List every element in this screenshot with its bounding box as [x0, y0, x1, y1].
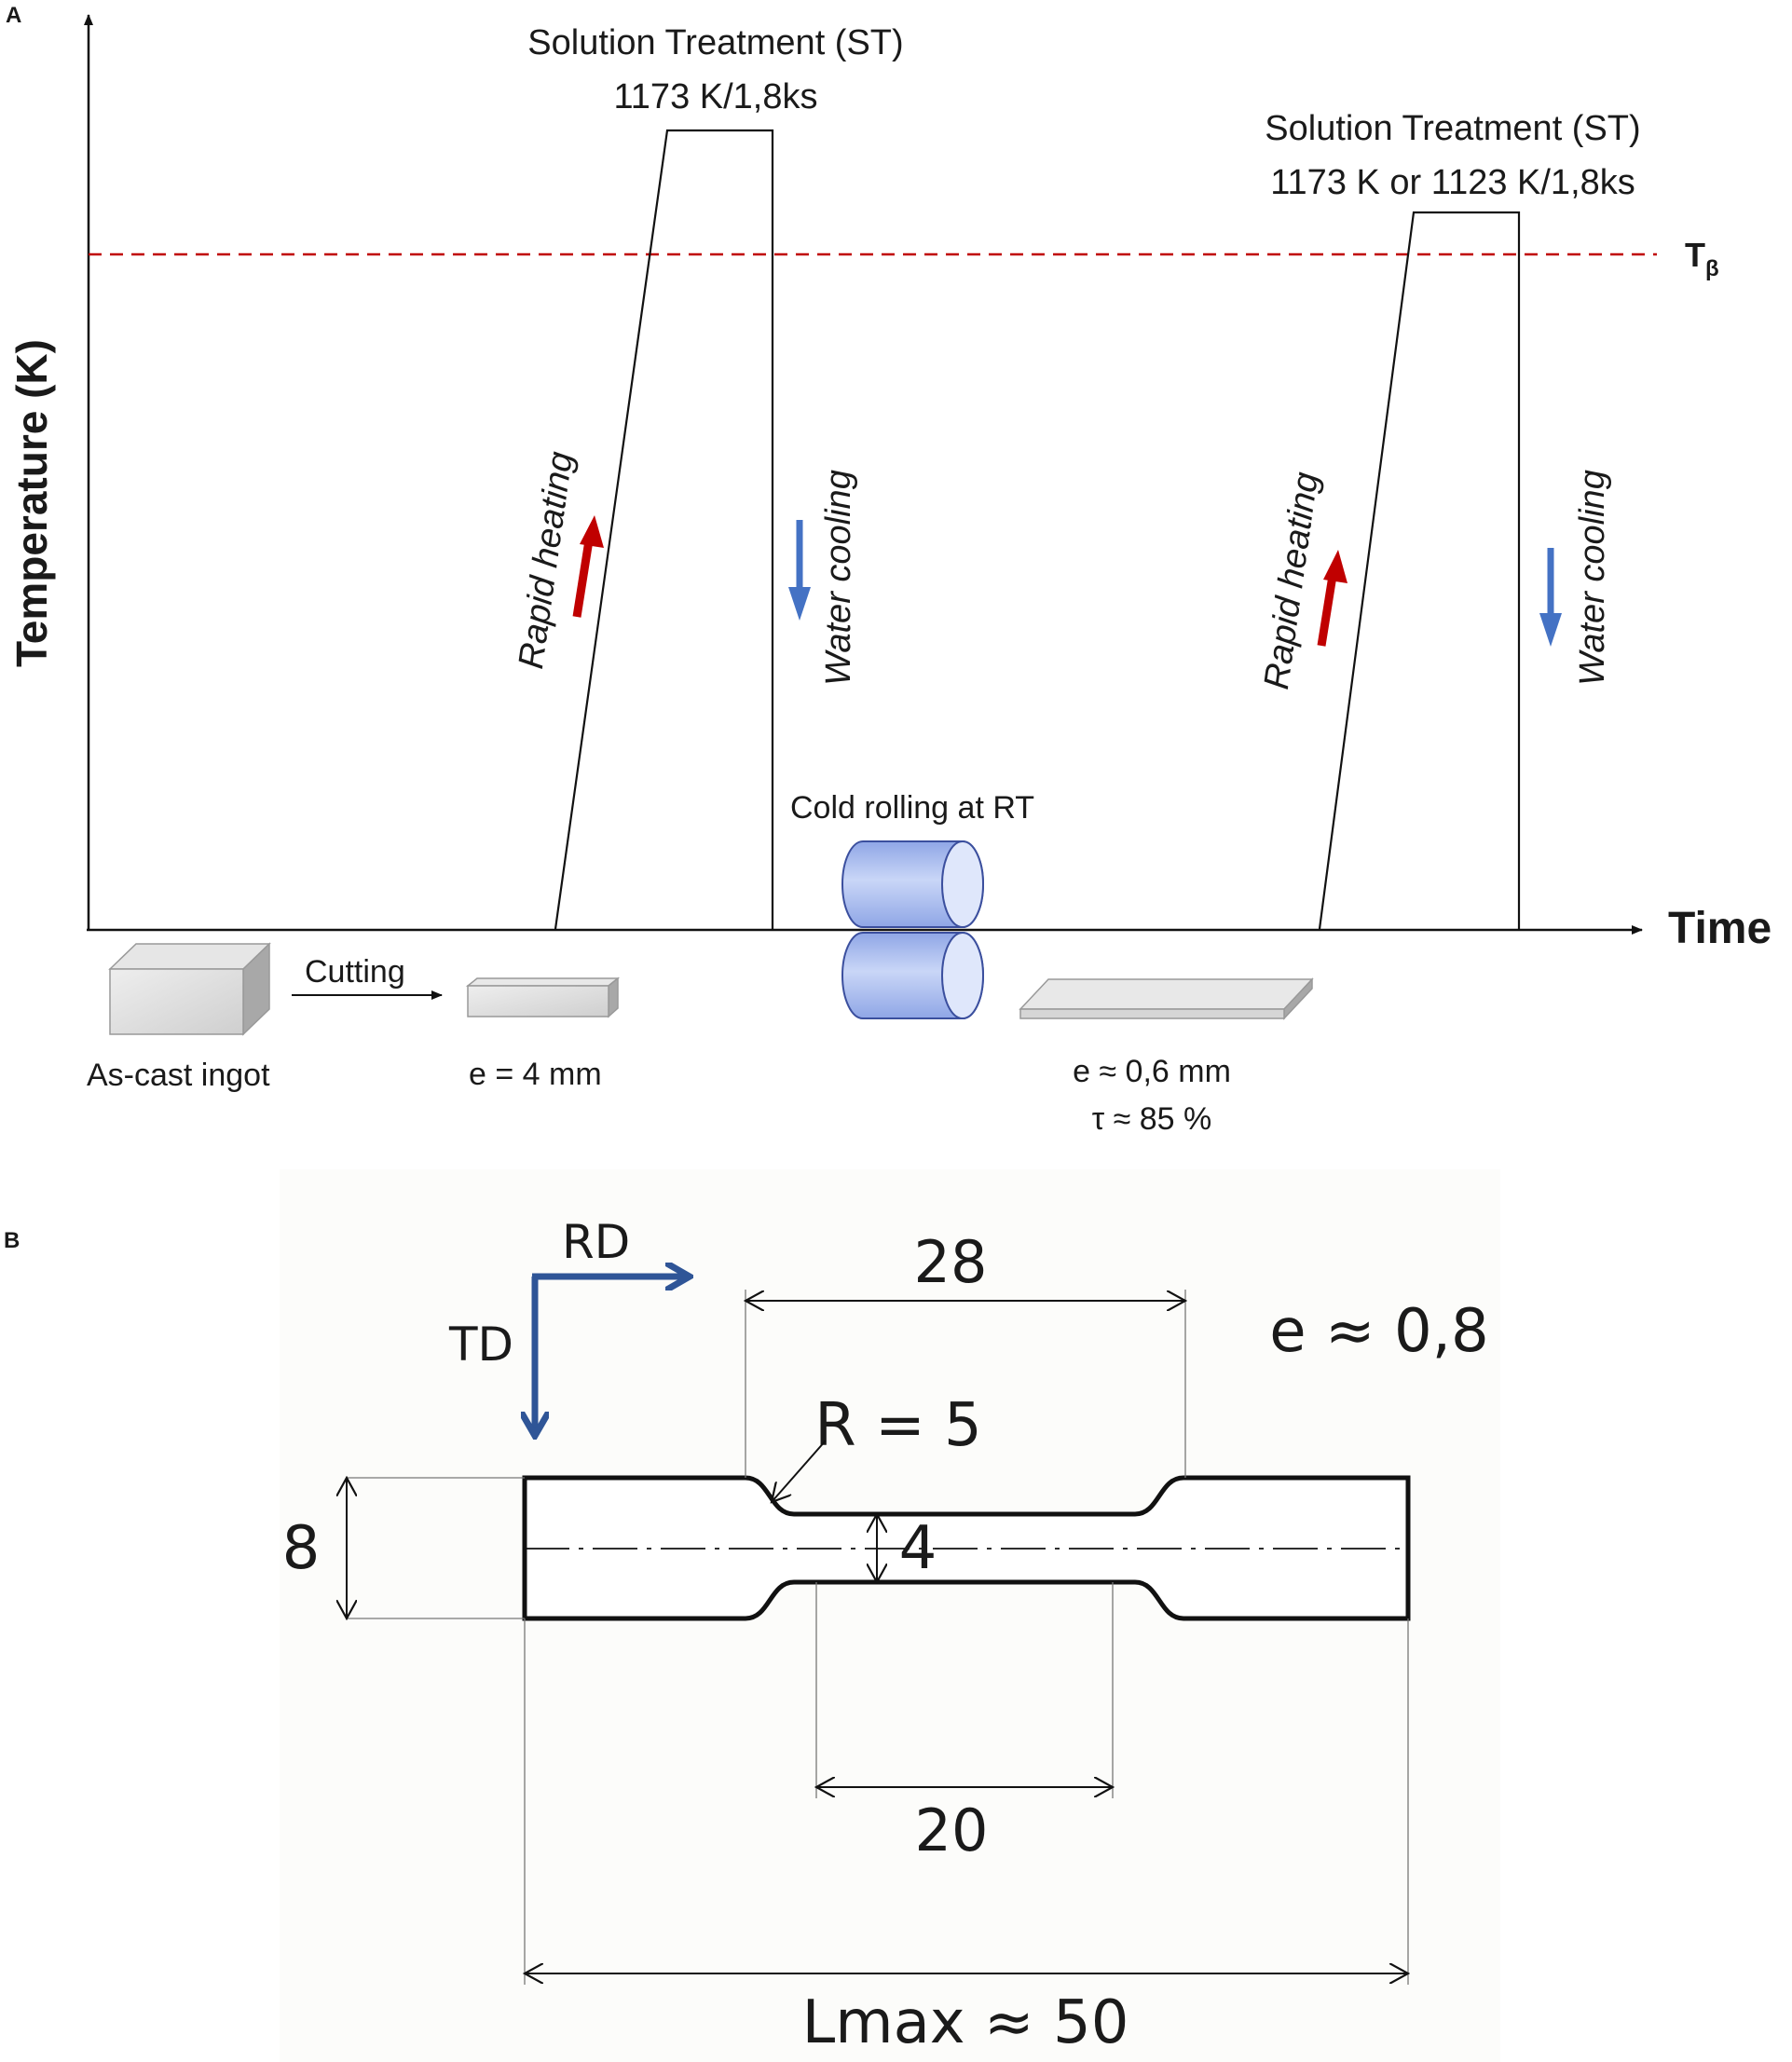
dim-4-label: 4	[899, 1514, 937, 1583]
rapid-heating-label-1: Rapid heating	[512, 449, 581, 671]
water-cooling-label-1: Water cooling	[819, 470, 858, 686]
rd-label: RD	[562, 1215, 630, 1269]
extension-lines	[346, 1290, 1409, 1985]
y-axis-label: Temperature (K)	[7, 339, 56, 667]
ingot-label: As-cast ingot	[87, 1058, 270, 1093]
cut-sample	[465, 976, 621, 1018]
cut-thickness-label: e = 4 mm	[469, 1057, 602, 1092]
panel-a: A Temperature (K) Time Tβ Solution Treat…	[6, 3, 1771, 1137]
cooling-arrow-2	[1539, 548, 1562, 647]
st2-condition: 1173 K or 1123 K/1,8ks	[1270, 163, 1635, 202]
dim-28-label: 28	[914, 1228, 988, 1296]
heating-arrow-1	[572, 515, 604, 618]
dim-8-label: 8	[282, 1514, 321, 1583]
panel-b: B RD TD 28 e ≈ 0,8 R = 5 8	[4, 1169, 1500, 2062]
t-beta-label: Tβ	[1685, 236, 1719, 281]
cold-rolling-label: Cold rolling at RT	[790, 790, 1034, 826]
radius-leader	[772, 1440, 827, 1502]
as-cast-ingot	[108, 942, 271, 1036]
thickness-label: e ≈ 0,8	[1269, 1297, 1488, 1366]
st1-condition: 1173 K/1,8ks	[613, 77, 817, 116]
panel-a-letter: A	[6, 3, 21, 28]
dim-20-label: 20	[915, 1796, 989, 1864]
st1-title: Solution Treatment (ST)	[527, 23, 903, 62]
cooling-arrow-1	[788, 520, 811, 621]
heat-treatment-cycle-2	[1318, 211, 1521, 930]
cutting-label: Cutting	[305, 954, 405, 990]
td-label: TD	[448, 1318, 513, 1372]
panel-b-letter: B	[4, 1228, 20, 1253]
heat-treatment-cycle-1	[554, 129, 774, 930]
roller-top	[841, 840, 984, 928]
reduction-ratio-label: τ ≈ 85 %	[1092, 1101, 1211, 1137]
radius-label: R = 5	[814, 1391, 982, 1460]
x-axis-label: Time	[1668, 904, 1771, 953]
dim-lmax-label: Lmax ≈ 50	[802, 1988, 1129, 2057]
rolled-thickness-label: e ≈ 0,6 mm	[1073, 1054, 1231, 1089]
rolled-sheet	[1019, 977, 1314, 1020]
roller-bottom	[841, 932, 984, 1019]
water-cooling-label-2: Water cooling	[1573, 470, 1612, 686]
st2-title: Solution Treatment (ST)	[1265, 109, 1640, 148]
rapid-heating-label-2: Rapid heating	[1257, 470, 1326, 691]
heating-arrow-2	[1317, 550, 1347, 647]
